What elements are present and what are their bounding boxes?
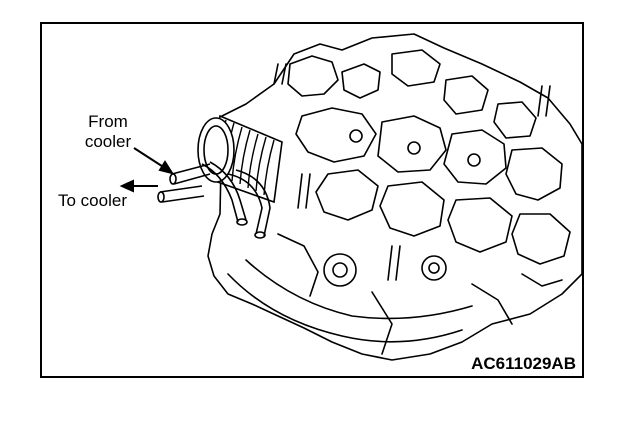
oil-cooler — [197, 114, 283, 204]
cooler-pipes — [157, 161, 271, 239]
from-cooler-arrow — [133, 147, 175, 175]
from-cooler-label-line1: From — [88, 112, 128, 131]
valve-body-upper — [287, 55, 339, 97]
to-cooler-arrow — [119, 179, 158, 193]
to-cooler-label: To cooler — [58, 191, 127, 210]
transmission-outline — [207, 33, 582, 361]
transmission-illustration — [119, 33, 582, 361]
from-cooler-label-line2: cooler — [84, 132, 132, 151]
from-cooler-label: From cooler — [76, 112, 140, 152]
figure-frame: From cooler To cooler AC611029AB — [40, 22, 584, 378]
flow-arrows — [119, 147, 175, 193]
figure-code: AC611029AB — [471, 354, 576, 373]
